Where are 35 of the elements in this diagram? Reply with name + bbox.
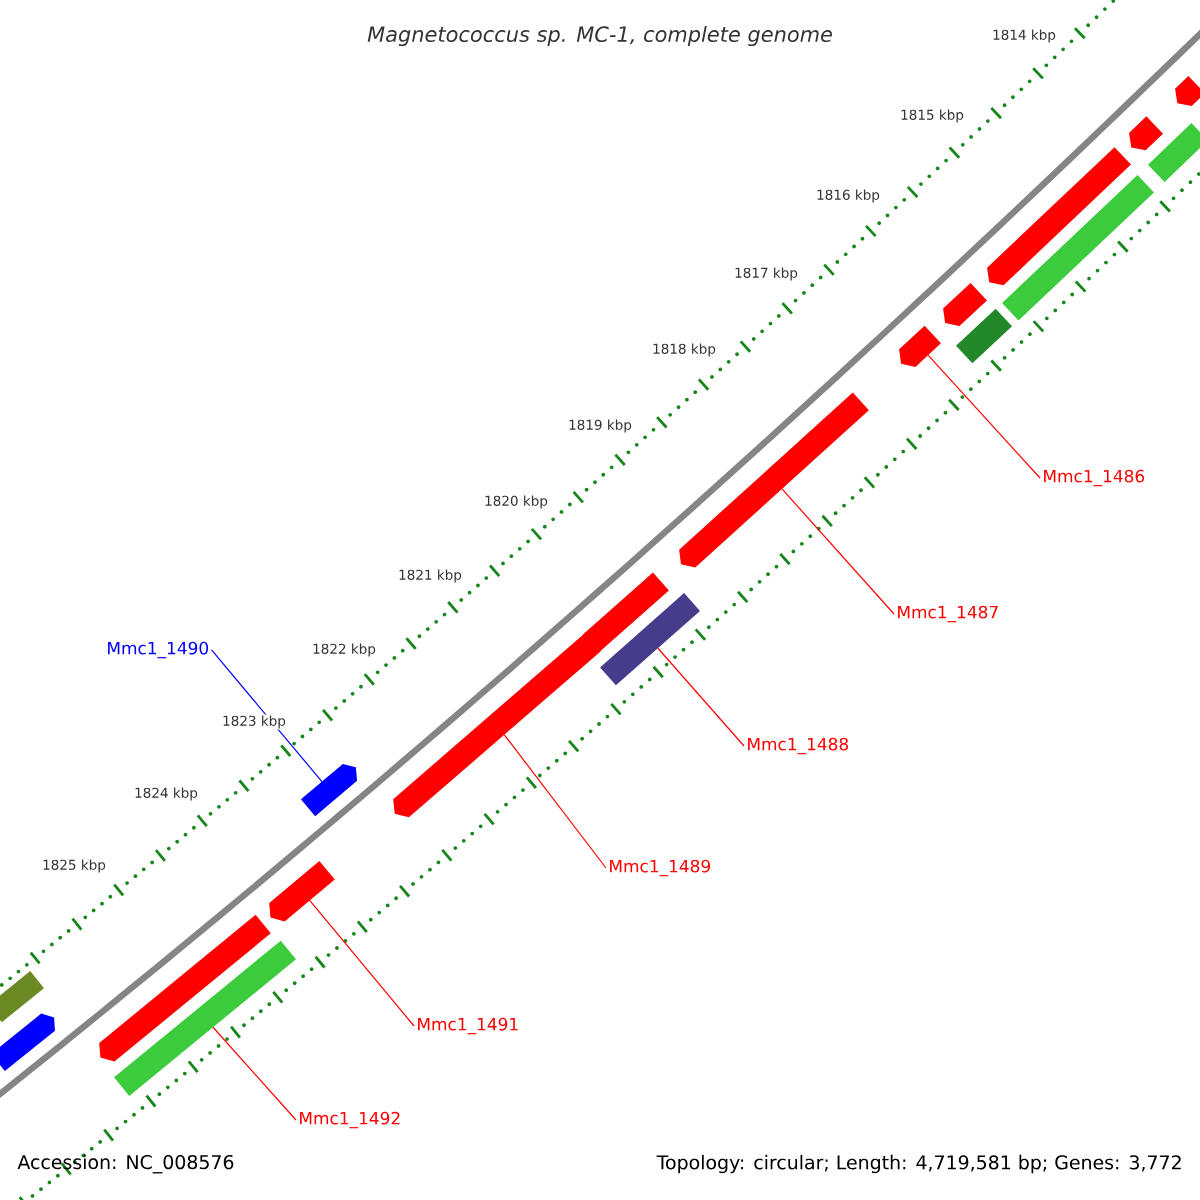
- gene-block: [899, 325, 941, 367]
- leader-line: [212, 1026, 297, 1121]
- gene-label: Mmc1_1487: [898, 605, 998, 623]
- leader-line: [210, 649, 323, 783]
- leader-line: [781, 488, 895, 615]
- gene-bar: [1002, 175, 1154, 321]
- gene-label: Mmc1_1491: [418, 1017, 518, 1035]
- gene-block: [1175, 75, 1200, 106]
- leader-line: [927, 354, 1041, 479]
- gene-label: Mmc1_1492: [300, 1111, 400, 1129]
- footer-text: Topology: circular; Length: 4,719,581 bp; Genes: 3,772: [656, 1154, 1181, 1174]
- gene-block: [1129, 116, 1163, 151]
- gene-bar: [114, 940, 296, 1096]
- gene-block: [583, 572, 669, 653]
- gene-block: [300, 763, 358, 817]
- gene-block: [269, 861, 335, 922]
- gene-bar: [0, 971, 44, 1023]
- gene-block: [393, 633, 601, 818]
- title: Magnetococcus sp. MC-1, complete genome: [367, 25, 832, 47]
- gene-label: Mmc1_1488: [748, 737, 848, 755]
- gene-bar: [1148, 123, 1200, 182]
- gene-bar: [956, 308, 1012, 364]
- gene-label: Mmc1_1489: [610, 859, 710, 877]
- gene-label: Mmc1_1486: [1044, 469, 1145, 487]
- gene-block: [943, 282, 987, 327]
- gene-bar: [600, 593, 700, 686]
- gene-label: Mmc1_1490: [108, 641, 209, 659]
- gene-block: [99, 914, 271, 1062]
- leader-line: [309, 899, 415, 1027]
- gene-block: [987, 147, 1131, 286]
- footer-text: Accession: NC_008576: [17, 1154, 234, 1174]
- gene-block: [0, 1013, 55, 1071]
- gene-block: [679, 392, 869, 568]
- leader-line: [503, 734, 607, 869]
- leader-line: [657, 647, 745, 747]
